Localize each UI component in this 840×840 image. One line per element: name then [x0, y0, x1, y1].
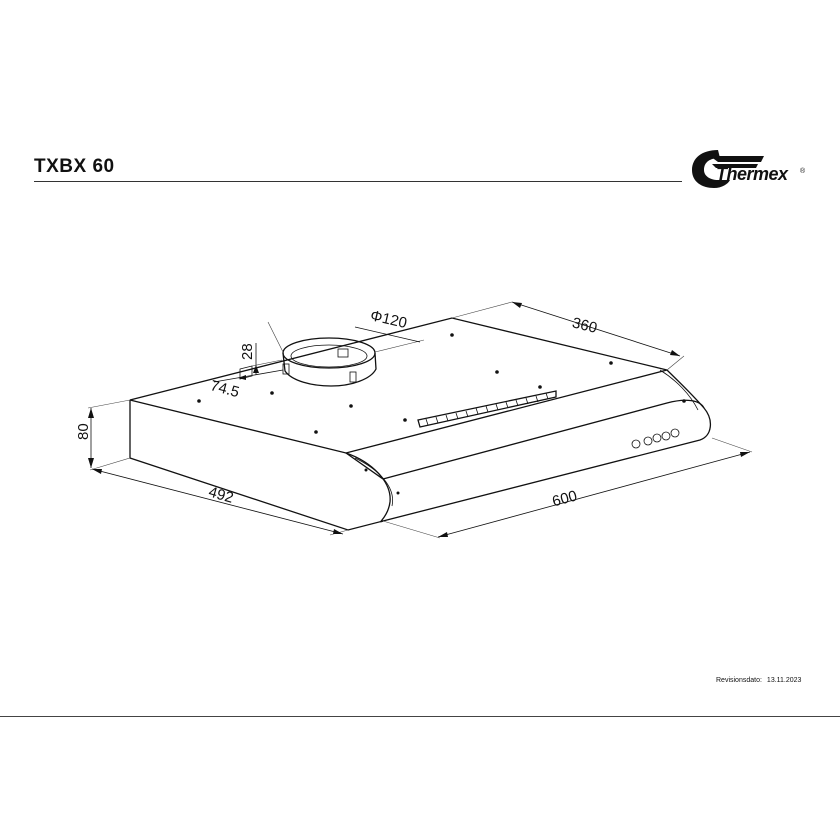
dim-collar-offset-label: 74.5	[208, 377, 241, 401]
revision-info: Revisionsdato: 13.11.2023	[716, 677, 801, 684]
control-knobs	[631, 428, 680, 449]
header-divider	[34, 181, 682, 182]
hood-left-face	[129, 400, 384, 531]
hood-front-nose	[345, 369, 711, 523]
duct-collar	[282, 337, 377, 387]
revision-label: Revisionsdato:	[716, 677, 762, 684]
hood-nose-inner	[354, 457, 394, 507]
hood-front-top-edge	[345, 452, 384, 480]
dim-width-label: 600	[550, 487, 579, 510]
dim-depth-label: 492	[207, 484, 236, 507]
thermex-logo-icon	[692, 150, 764, 188]
brand-name: Thermex	[716, 164, 788, 184]
hood-front-upper-edge	[382, 399, 705, 480]
revision-date: 13.11.2023	[766, 677, 802, 684]
collar-bracket	[239, 365, 253, 380]
hood-body	[129, 317, 711, 531]
page-title: TXBX 60	[34, 156, 115, 177]
vent-grille-slats	[425, 392, 549, 426]
dim-collar-height-label: 28	[239, 343, 256, 360]
dimension-lines	[87, 301, 753, 539]
mounting-holes	[197, 333, 686, 495]
footer-divider	[0, 716, 840, 717]
hood-right-edge	[659, 369, 699, 411]
registered-mark: ®	[800, 168, 806, 175]
dim-back-depth-label: 360	[570, 314, 598, 337]
dim-duct-diameter-label: Φ120	[369, 307, 409, 332]
vent-grille	[417, 390, 557, 428]
dim-height-label: 80	[75, 423, 92, 440]
